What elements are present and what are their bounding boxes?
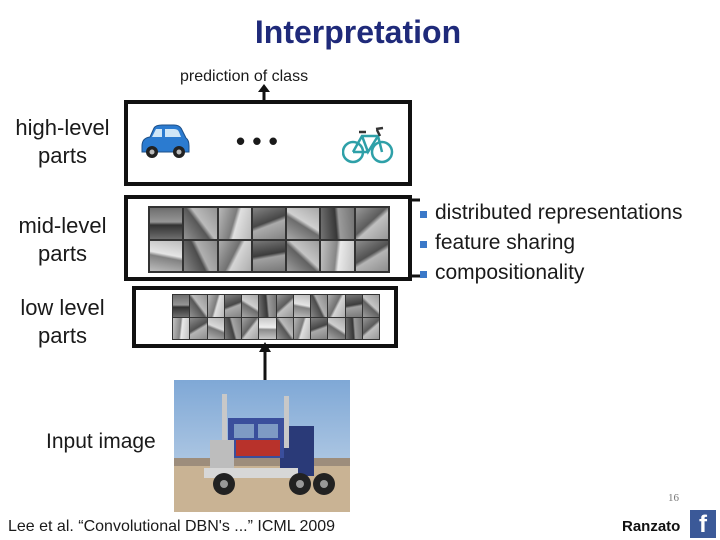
low-level-feature-patch [190, 317, 207, 339]
input-arrow [259, 342, 271, 382]
low-level-feature-patch [362, 317, 379, 339]
low-level-feature-patch [345, 317, 362, 339]
high-level-label-line2: parts [38, 143, 87, 168]
car-image [141, 124, 190, 158]
ellipsis: • • • [236, 126, 278, 156]
input-image-truck [174, 380, 350, 512]
low-level-feature-patch [242, 317, 259, 339]
low-level-feature-patch [190, 295, 207, 317]
low-level-feature-patch [259, 295, 276, 317]
mid-level-feature-patch [252, 240, 286, 271]
low-level-feature-patch [276, 295, 293, 317]
mid-level-feature-patch [218, 208, 251, 239]
mid-level-feature-patch [287, 208, 320, 239]
prediction-label: prediction of class [180, 68, 309, 85]
low-level-feature-patch [311, 317, 328, 339]
low-level-feature-patch [311, 295, 328, 317]
mid-level-feature-patch [355, 208, 388, 239]
author-name: Ranzato [622, 518, 681, 535]
low-level-feature-patch [328, 295, 345, 317]
low-level-box [132, 286, 398, 348]
mid-level-feature-patch [218, 240, 251, 271]
low-level-feature-patch [207, 295, 224, 317]
bullet-text: distributed representations [435, 201, 683, 224]
low-level-feature-patch [276, 317, 293, 339]
bullet-text: feature sharing [435, 231, 576, 254]
mid-level-label-line2: parts [38, 241, 87, 266]
mid-level-box [124, 195, 412, 281]
mid-level-feature-patch [321, 208, 354, 239]
bracket-connector [412, 198, 420, 278]
bullet-item: compositionality [420, 258, 682, 288]
slide-title: Interpretation [254, 14, 462, 50]
low-level-feature-patch [224, 295, 241, 317]
bullet-item: distributed representations [420, 198, 682, 228]
bullet-list: distributed representations feature shar… [420, 198, 682, 288]
mid-level-feature-patch [150, 240, 183, 271]
mid-level-feature-patch [252, 208, 286, 239]
mid-level-label: mid-level parts [10, 212, 115, 268]
high-level-box: • • • [124, 100, 412, 186]
low-level-feature-patch [293, 295, 310, 317]
low-level-feature-patch [207, 317, 224, 339]
high-level-label: high-level parts [10, 114, 115, 170]
bullet-marker [420, 270, 427, 278]
low-level-feature-patch [173, 295, 190, 317]
citation: Lee et al. “Convolutional DBN's ...” ICM… [8, 518, 336, 535]
bullet-marker [420, 210, 427, 218]
low-level-label: low level parts [10, 294, 115, 350]
input-image-label: Input image [46, 430, 156, 453]
mid-level-feature-patch [287, 240, 320, 271]
low-level-feature-patch [362, 295, 379, 317]
facebook-logo-icon: f [690, 510, 716, 538]
bicycle-image [342, 126, 394, 164]
low-level-feature-patch [224, 317, 241, 339]
low-level-feature-patch [242, 295, 259, 317]
high-level-label-line1: high-level [15, 115, 110, 140]
low-level-features [172, 294, 380, 340]
mid-level-label-line1: mid-level [18, 213, 107, 238]
low-level-feature-patch [293, 317, 310, 339]
low-level-label-line1: low level [20, 295, 105, 320]
mid-level-feature-patch [355, 240, 388, 271]
mid-level-feature-patch [184, 208, 217, 239]
bullet-marker [420, 240, 427, 248]
page-number: 16 [668, 492, 679, 504]
low-level-feature-patch [259, 317, 276, 339]
bullet-text: compositionality [435, 261, 585, 284]
mid-level-feature-patch [150, 208, 183, 239]
low-level-feature-patch [345, 295, 362, 317]
mid-level-feature-patch [321, 240, 354, 271]
low-level-feature-patch [328, 317, 345, 339]
low-level-feature-patch [173, 317, 190, 339]
low-level-label-line2: parts [38, 323, 87, 348]
mid-level-features [148, 206, 390, 273]
bullet-item: feature sharing [420, 228, 682, 258]
mid-level-feature-patch [184, 240, 217, 271]
